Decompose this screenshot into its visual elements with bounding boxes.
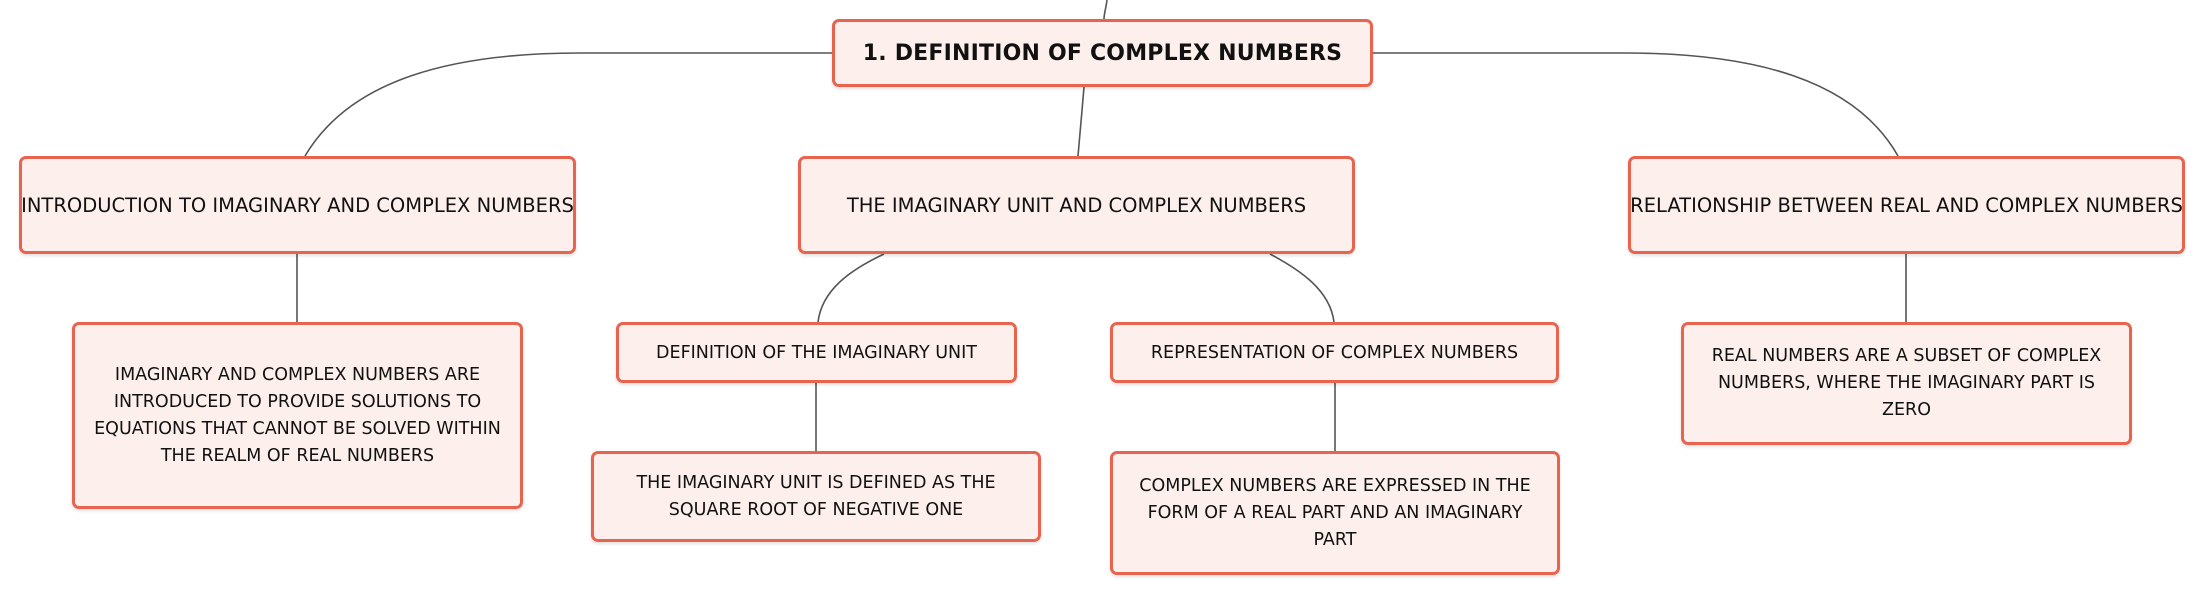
detail-text: THE IMAGINARY UNIT IS DEFINED AS THE SQU… [636,472,996,520]
detail-definition-imaginary-unit[interactable]: THE IMAGINARY UNIT IS DEFINED AS THE SQU… [591,451,1041,542]
subtopic-definition-imaginary-unit[interactable]: DEFINITION OF THE IMAGINARY UNIT [616,322,1017,383]
detail-text: REAL NUMBERS ARE A SUBSET OF COMPLEX NUM… [1711,346,2102,420]
subtopic-label: DEFINITION OF THE IMAGINARY UNIT [656,342,977,363]
detail-text: COMPLEX NUMBERS ARE EXPRESSED IN THE FOR… [1139,475,1531,550]
connector-root-to-relationship [1373,52,1899,157]
topic-introduction[interactable]: INTRODUCTION TO IMAGINARY AND COMPLEX NU… [19,156,576,254]
subtopic-label: REPRESENTATION OF COMPLEX NUMBERS [1150,342,1519,363]
detail-text: IMAGINARY AND COMPLEX NUMBERS ARE INTROD… [94,364,501,466]
detail-introduction[interactable]: IMAGINARY AND COMPLEX NUMBERS ARE INTROD… [72,322,523,509]
connector-root-to-intro [304,52,832,157]
detail-relationship[interactable]: REAL NUMBERS ARE A SUBSET OF COMPLEX NUM… [1681,322,2132,445]
root-topic-label: 1. DEFINITION OF COMPLEX NUMBERS [862,40,1343,66]
connector-parent-to-root [1103,0,1108,20]
topic-label: INTRODUCTION TO IMAGINARY AND COMPLEX NU… [21,193,574,217]
detail-representation[interactable]: COMPLEX NUMBERS ARE EXPRESSED IN THE FOR… [1110,451,1560,575]
connector-unit-to-repr [1269,253,1335,323]
topic-relationship[interactable]: RELATIONSHIP BETWEEN REAL AND COMPLEX NU… [1628,156,2185,254]
root-topic[interactable]: 1. DEFINITION OF COMPLEX NUMBERS [832,19,1373,87]
topic-imaginary-unit[interactable]: THE IMAGINARY UNIT AND COMPLEX NUMBERS [798,156,1355,254]
topic-label: THE IMAGINARY UNIT AND COMPLEX NUMBERS [846,193,1307,217]
connector-root-to-unit [1077,86,1085,157]
topic-label: RELATIONSHIP BETWEEN REAL AND COMPLEX NU… [1630,193,2183,217]
subtopic-representation[interactable]: REPRESENTATION OF COMPLEX NUMBERS [1110,322,1559,383]
connector-unit-to-defunit [817,253,885,323]
